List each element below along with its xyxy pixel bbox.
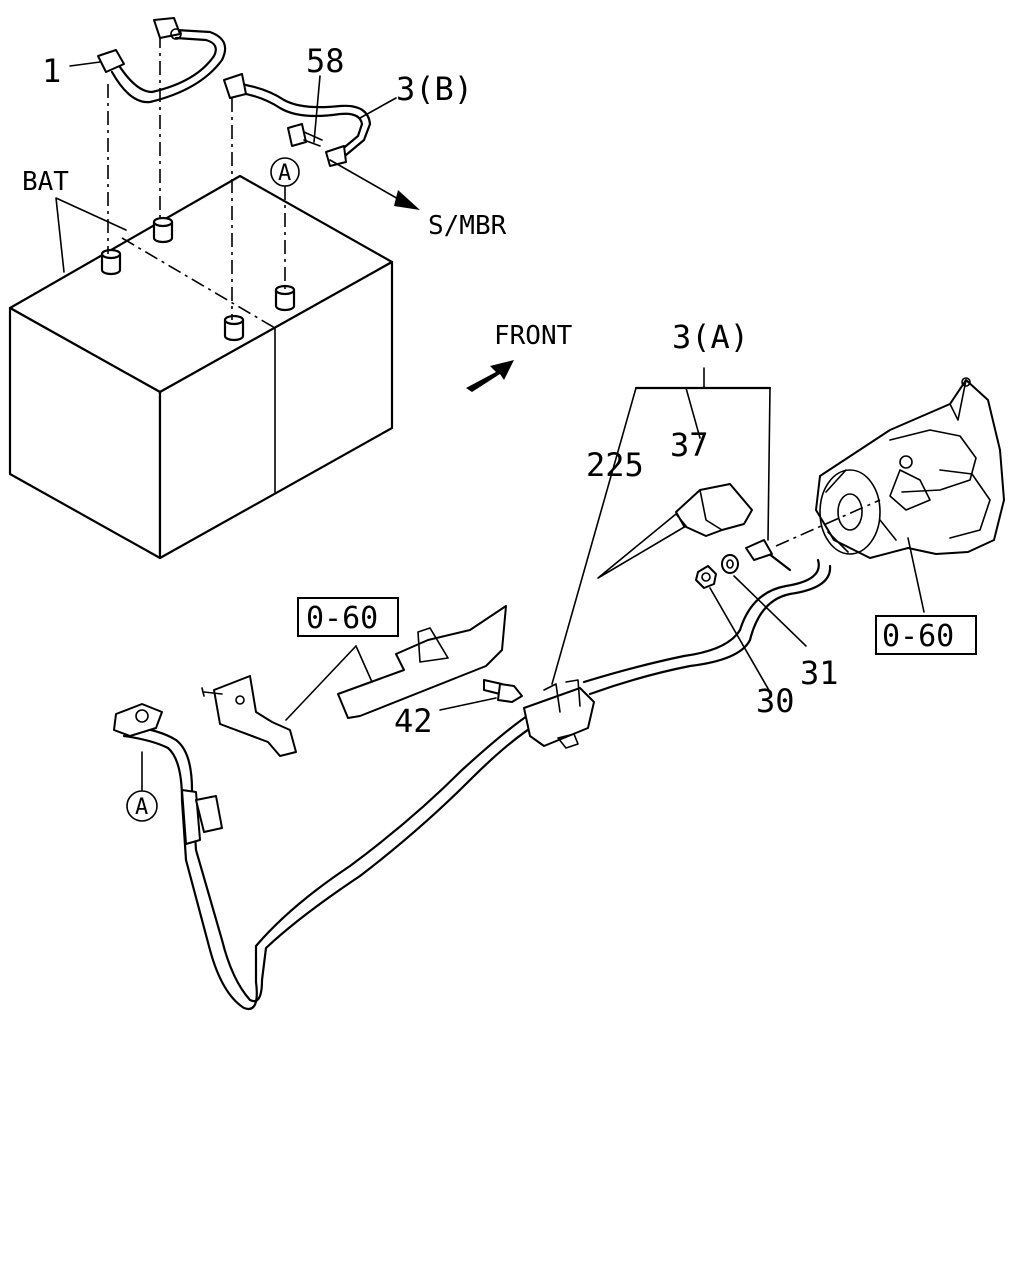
reference-box-right: 0-60 bbox=[875, 615, 977, 655]
nut-30 bbox=[695, 565, 717, 589]
battery-terminal bbox=[152, 216, 174, 244]
label-bat: BAT bbox=[22, 167, 69, 197]
washer-31 bbox=[721, 554, 739, 574]
label-front: FRONT bbox=[494, 321, 573, 351]
battery-terminal bbox=[274, 284, 296, 312]
callout-58: 58 bbox=[306, 42, 345, 80]
battery-terminal bbox=[223, 314, 245, 342]
reference-box-left-text: 0-60 bbox=[306, 601, 378, 636]
callout-1: 1 bbox=[42, 52, 61, 90]
bracket-left bbox=[201, 675, 297, 757]
front-arrow-icon bbox=[466, 360, 514, 392]
reference-box-left: 0-60 bbox=[297, 597, 399, 637]
cover-37 bbox=[597, 483, 753, 579]
battery-assembly bbox=[8, 174, 394, 560]
callout-3a: 3(A) bbox=[672, 318, 749, 356]
starter-motor bbox=[815, 377, 1005, 559]
reference-box-right-text: 0-60 bbox=[882, 619, 954, 654]
bolt-42 bbox=[483, 679, 523, 703]
cable-3b bbox=[223, 73, 372, 167]
callout-30: 30 bbox=[756, 682, 795, 720]
callout-42: 42 bbox=[394, 702, 433, 740]
jumper-cable bbox=[97, 17, 227, 104]
callout-3b: 3(B) bbox=[396, 70, 473, 108]
bracket-right bbox=[337, 605, 507, 719]
callout-31: 31 bbox=[800, 654, 839, 692]
callout-225: 225 bbox=[586, 446, 644, 484]
callout-37: 37 bbox=[670, 426, 709, 464]
bolt-58 bbox=[287, 123, 323, 147]
connector-mark-lower: A bbox=[135, 795, 148, 820]
battery-terminal bbox=[100, 248, 122, 276]
connector-mark-upper: A bbox=[278, 161, 291, 186]
connector-mark-lower-circle bbox=[126, 790, 158, 822]
label-smbr: S/MBR bbox=[428, 211, 507, 241]
cable-3a bbox=[113, 539, 832, 1011]
